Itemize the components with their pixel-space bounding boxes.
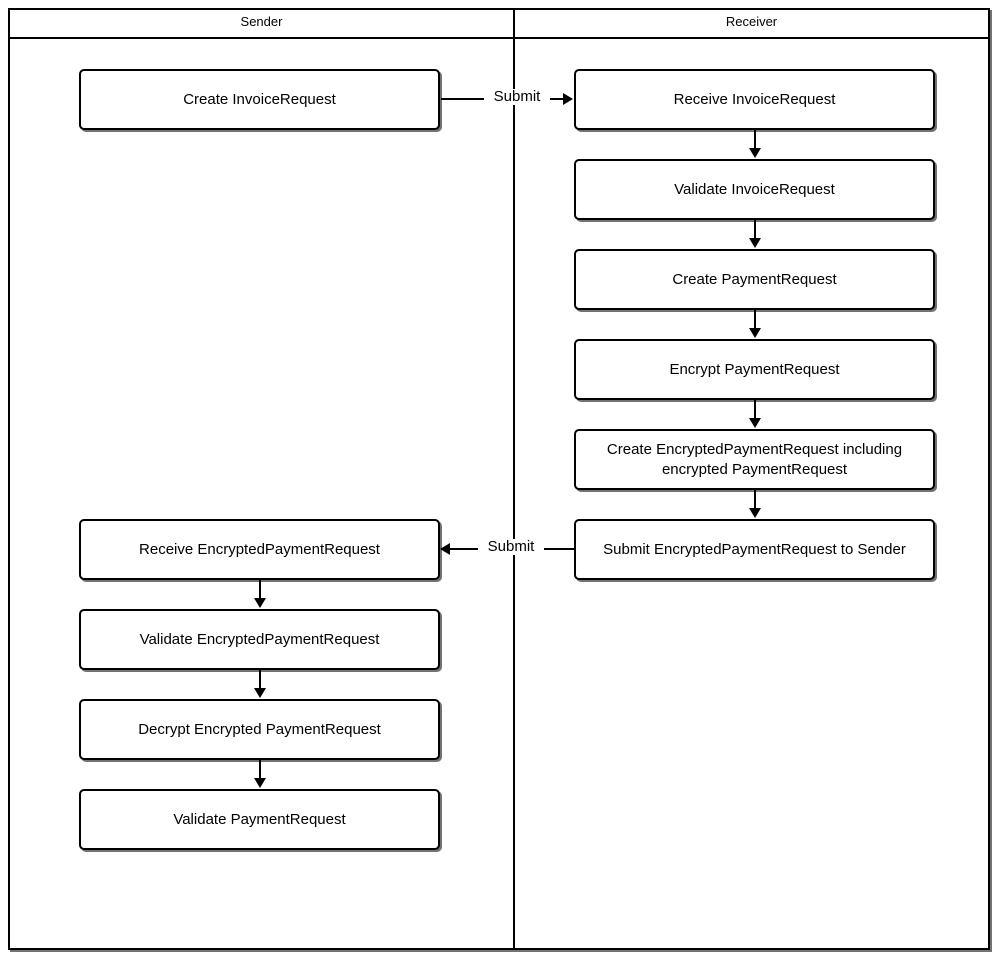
node-decrypt-encrypted-paymentrequest[interactable]: Decrypt Encrypted PaymentRequest xyxy=(79,699,440,760)
node-receive-encryptedpaymentrequest[interactable]: Receive EncryptedPaymentRequest xyxy=(79,519,440,580)
node-create-paymentrequest[interactable]: Create PaymentRequest xyxy=(574,249,935,310)
edge-n10-n11-arrowhead xyxy=(254,778,266,788)
edge-n4-n5-arrowhead xyxy=(749,328,761,338)
node-create-invoicerequest[interactable]: Create InvoiceRequest xyxy=(79,69,440,130)
edge-n6-n7-line xyxy=(754,490,756,510)
lane-header-divider xyxy=(8,37,990,39)
edge-n2-n3-arrowhead xyxy=(749,148,761,158)
edge-submit-to-receiver-arrowhead xyxy=(563,93,573,105)
edge-submit-to-sender-arrowhead xyxy=(440,543,450,555)
edge-n8-n9-arrowhead xyxy=(254,598,266,608)
edge-label-submit-to-receiver: Submit xyxy=(484,89,550,105)
node-submit-encryptedpaymentrequest-to-sender[interactable]: Submit EncryptedPaymentRequest to Sender xyxy=(574,519,935,580)
node-receive-invoicerequest[interactable]: Receive InvoiceRequest xyxy=(574,69,935,130)
edge-n9-n10-line xyxy=(259,670,261,690)
edge-n6-n7-arrowhead xyxy=(749,508,761,518)
node-validate-invoicerequest[interactable]: Validate InvoiceRequest xyxy=(574,159,935,220)
edge-n3-n4-line xyxy=(754,220,756,240)
edge-n3-n4-arrowhead xyxy=(749,238,761,248)
edge-n5-n6-line xyxy=(754,400,756,420)
edge-n8-n9-line xyxy=(259,580,261,600)
lane-header-receiver: Receiver xyxy=(725,14,778,29)
node-encrypt-paymentrequest[interactable]: Encrypt PaymentRequest xyxy=(574,339,935,400)
node-validate-paymentrequest[interactable]: Validate PaymentRequest xyxy=(79,789,440,850)
node-validate-encryptedpaymentrequest[interactable]: Validate EncryptedPaymentRequest xyxy=(79,609,440,670)
edge-n10-n11-line xyxy=(259,760,261,780)
edge-n2-n3-line xyxy=(754,130,756,150)
edge-n9-n10-arrowhead xyxy=(254,688,266,698)
edge-n4-n5-line xyxy=(754,310,756,330)
edge-n5-n6-arrowhead xyxy=(749,418,761,428)
lane-header-sender: Sender xyxy=(240,14,283,29)
node-create-encryptedpaymentrequest[interactable]: Create EncryptedPaymentRequest including… xyxy=(574,429,935,490)
edge-label-submit-to-sender: Submit xyxy=(478,539,544,555)
lane-vertical-divider xyxy=(513,8,515,950)
